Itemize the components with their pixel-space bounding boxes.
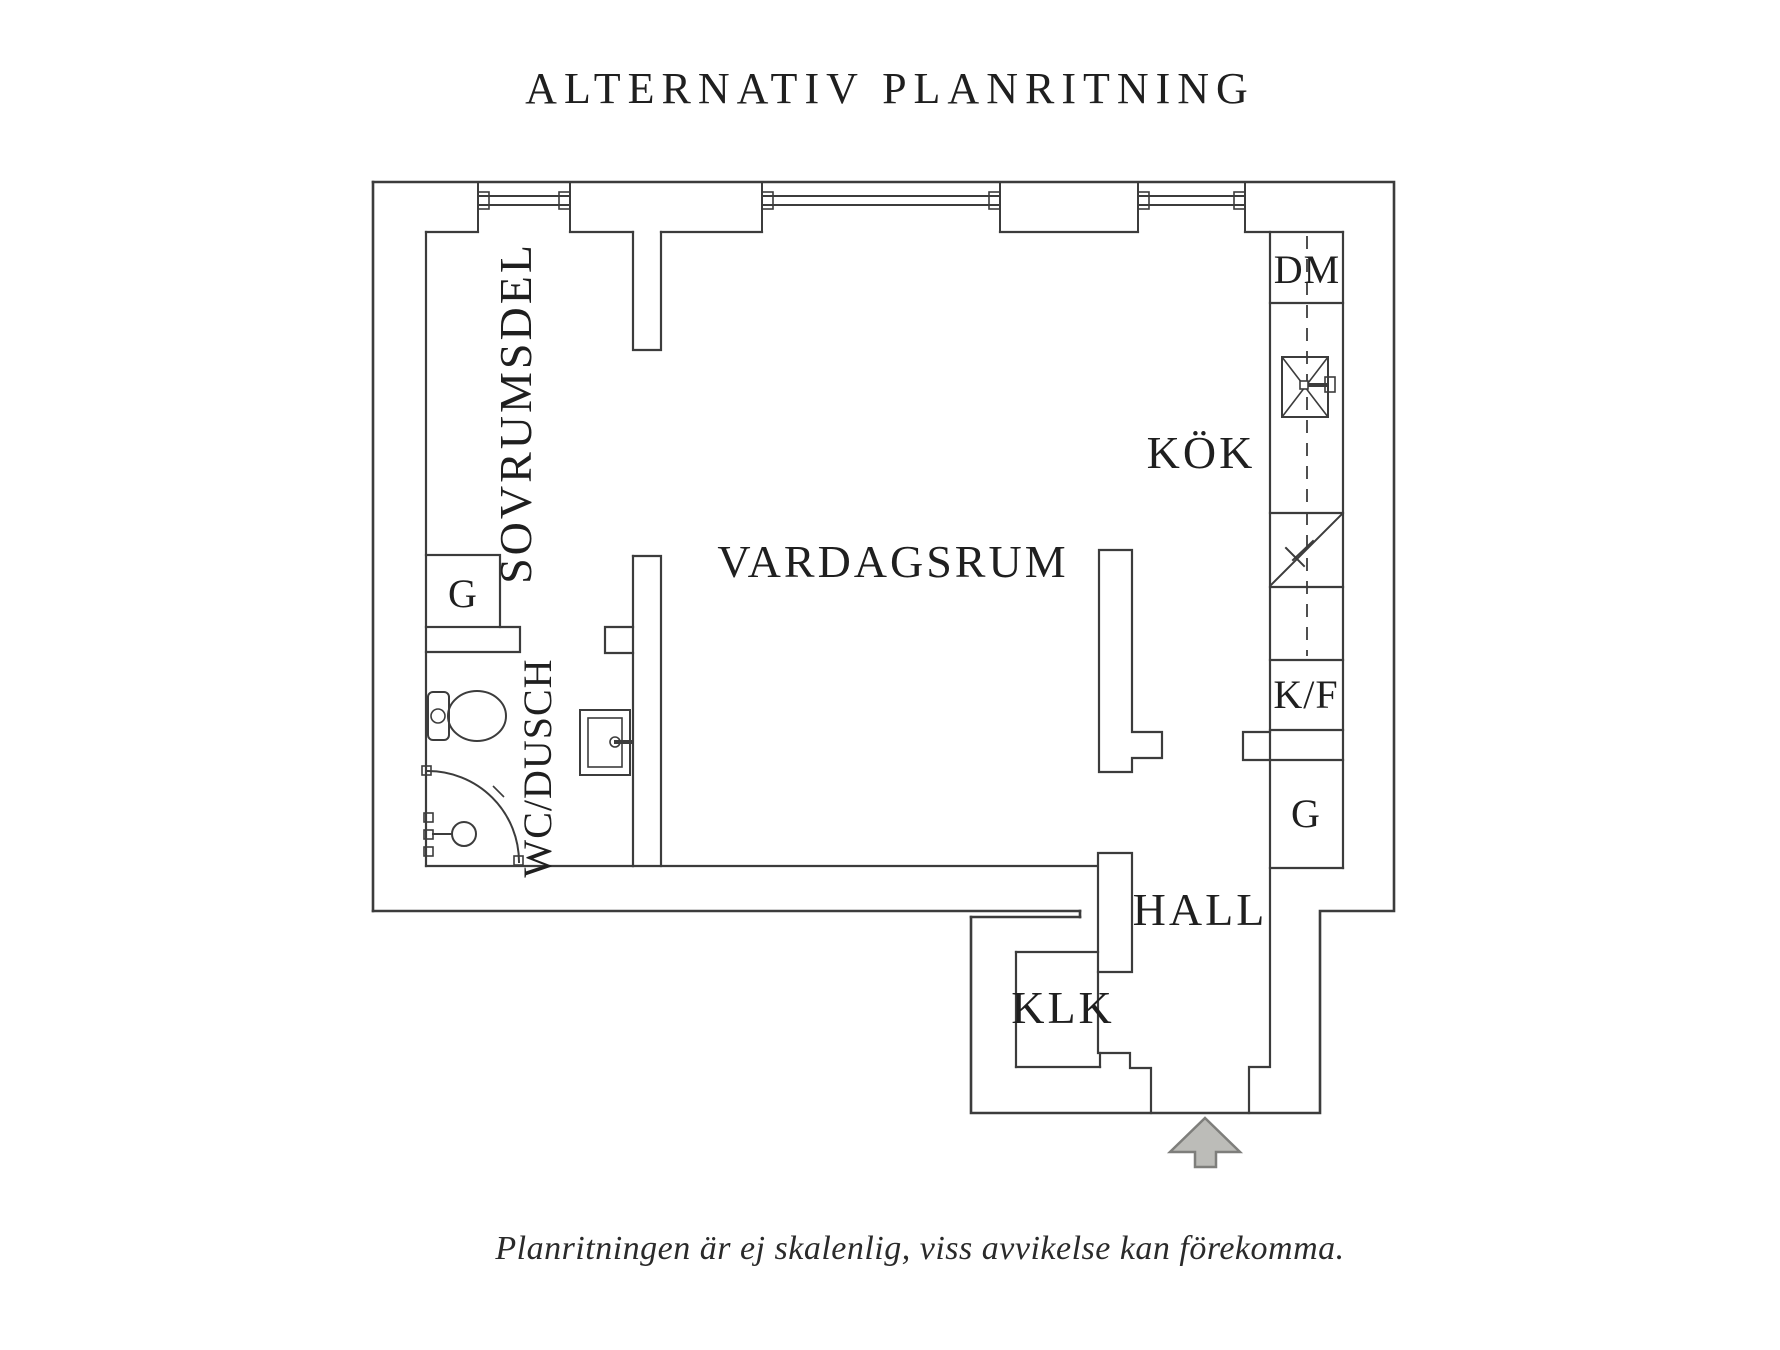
living-hall-pillar: [1097, 548, 1164, 774]
inner-walls: [424, 230, 1345, 557]
bedroom-living-top-stub: [631, 230, 663, 352]
sink-icon: [1281, 356, 1336, 418]
living-south-wall: [631, 851, 1134, 974]
basin-icon: [579, 709, 632, 776]
fixture-label-wardrobe-bedroom: G: [448, 571, 478, 616]
room-label-hall: HALL: [1133, 884, 1268, 935]
disclaimer-text: Planritningen är ej skalenlig, viss avvi…: [494, 1230, 1344, 1267]
stove-icon: [1269, 512, 1344, 587]
outer-wall: [371, 180, 1396, 1115]
room-label-bedroom: SOVRUMSDEL: [490, 242, 541, 584]
fixture-label-dishwasher: DM: [1274, 247, 1340, 292]
room-label-living: VARDAGSRUM: [717, 536, 1068, 587]
klk-walls: [1014, 950, 1153, 1115]
hall-east-wall: [1247, 230, 1272, 1115]
kitchen-counter: [1241, 230, 1345, 870]
room-label-bathroom: WC/DUSCH: [515, 658, 560, 877]
window-icon-kitchen: [1137, 181, 1246, 233]
entrance-arrow-icon: [1166, 1116, 1244, 1169]
room-label-closet: KLK: [1011, 982, 1115, 1033]
window-icon-living: [761, 181, 1001, 233]
fixture-label-wardrobe-hall: G: [1291, 791, 1321, 836]
page-title: ALTERNATIV PLANRITNING: [525, 64, 1255, 113]
fixture-label-fridge-freezer: K/F: [1273, 672, 1338, 717]
bedroom-wc-divider-wall: [603, 554, 663, 868]
shower-icon: [421, 765, 524, 866]
bedroom-wardrobe-box: [424, 553, 522, 654]
toilet-icon: [427, 690, 507, 742]
window-icon-bedroom: [477, 181, 571, 233]
room-label-kitchen: KÖK: [1147, 427, 1256, 478]
